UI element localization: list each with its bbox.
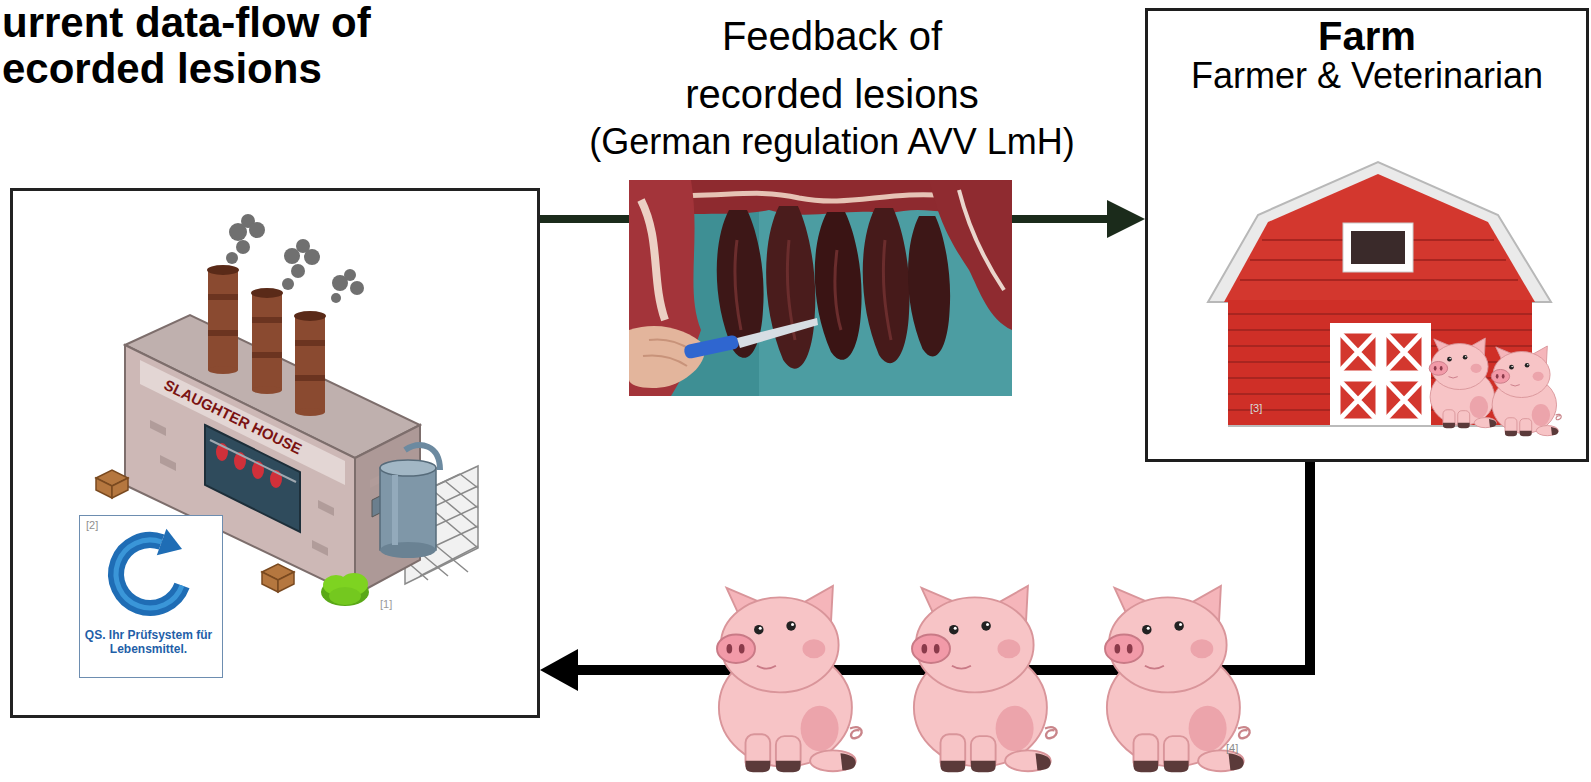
chimney: [207, 265, 326, 416]
chimney-part: [208, 330, 238, 336]
slaughterhouse-box: [2] QS. Ihr Prüfsystem für Lebensmittel. S…: [10, 188, 540, 718]
pig-figure: [1491, 346, 1561, 436]
smoke-cloud-part: [249, 222, 265, 238]
smoke-cloud-part: [291, 264, 305, 278]
building-sign: SLAUGHTER HOUSE: [161, 376, 304, 458]
sign-band: [140, 360, 345, 485]
barn-illustration-part: [1208, 162, 1551, 302]
organ-photo-part: [643, 339, 691, 366]
chimney-part: [208, 294, 238, 300]
organ-photo-part: [766, 206, 815, 369]
barn-illustration-part: [1351, 231, 1405, 264]
brick-marks-part: [318, 500, 334, 516]
image-credit: [4]: [1226, 742, 1238, 755]
box-heading: Farm: [1318, 15, 1416, 57]
qs-logo-box: [2] QS. Ihr Prüfsystem für Lebensmittel.: [79, 515, 223, 678]
chimney-part: [294, 311, 326, 321]
chimney-part: [252, 352, 282, 358]
meat-pieces: [216, 443, 282, 488]
chimney-part: [208, 366, 238, 374]
smoke-cloud: [226, 214, 364, 303]
storage-tank-part: [392, 475, 398, 545]
organ-photo-part: [815, 212, 862, 360]
organ-photo-part: [959, 190, 1004, 290]
barn-illustration-part: [1330, 323, 1431, 426]
brick-marks-part: [312, 540, 328, 556]
smoke-cloud-part: [236, 240, 250, 254]
box-subtitle: Farmer & Veterinarian: [1191, 57, 1543, 95]
organ-photo-part: [649, 192, 949, 201]
bush-part: [329, 587, 361, 605]
chimney-part: [252, 317, 282, 323]
barn-illustration-part-part: [1228, 313, 1532, 315]
barn-illustration-part: [1224, 174, 1535, 302]
organ-photo-part: [641, 200, 665, 320]
organ-photo-part: [683, 334, 740, 359]
diagram-title: urrent data-flow of ecorded lesions: [2, 0, 402, 92]
organ-photo: [629, 180, 1012, 396]
barn-illustration-part-part: [1240, 279, 1518, 281]
brick-marks-part: [150, 420, 166, 436]
chimney-part: [252, 293, 282, 390]
chimney-part: [295, 375, 325, 381]
qs-logo-symbol-part: [157, 529, 182, 555]
chimney-part: [251, 288, 283, 298]
regulation-note: (German regulation AVV LmH): [589, 121, 1075, 163]
chimney-part: [207, 265, 239, 275]
callout-number: [2]: [86, 519, 98, 532]
pallet-part: [112, 478, 128, 498]
chimney-part: [252, 386, 282, 394]
chimney-part: [295, 340, 325, 346]
barn-illustration-part: [1338, 331, 1424, 421]
pallet-part: [278, 572, 294, 592]
pallet-part: [96, 478, 112, 498]
barn-illustration-part: [1343, 223, 1413, 272]
chimney-part: [295, 408, 325, 416]
organ-photo-part: [863, 208, 910, 363]
chimney-part: [295, 316, 325, 412]
storage-tank-part: [380, 468, 436, 550]
image-credit: [1]: [380, 598, 392, 611]
organ-photo-part: [908, 216, 950, 356]
smoke-cloud-part: [304, 249, 320, 265]
pig-figure: [1429, 338, 1499, 428]
qs-logo-symbol: [80, 516, 219, 624]
pallet-part: [262, 572, 278, 592]
storage-tank-part: [380, 542, 436, 558]
smoke-cloud-part: [282, 278, 294, 290]
image-credit: [3]: [1250, 402, 1262, 415]
smoke-cloud-part: [344, 269, 356, 281]
smoke-cloud-part: [226, 252, 238, 264]
organ-photo-part: [759, 180, 1012, 396]
pig-figure: [912, 586, 1057, 772]
storage-tank-part: [380, 460, 436, 476]
pig-figure: [717, 586, 862, 772]
pig-group: [717, 586, 1250, 772]
pig-figure: [1105, 586, 1250, 772]
smoke-cloud-part: [350, 281, 364, 295]
edge-label: Feedback of recorded lesions: [662, 7, 1002, 123]
chimney-part: [208, 270, 238, 370]
bush: [321, 573, 369, 606]
logo-text: QS. Ihr Prüfsystem für Lebensmittel.: [83, 628, 214, 656]
barn-illustration: [1208, 162, 1561, 436]
storage-tank: [380, 460, 436, 558]
barn-illustration-part: [1338, 331, 1424, 421]
smoke-cloud-part: [331, 293, 341, 303]
farm-box: FarmFarmer & Veterinarian: [1145, 8, 1589, 462]
brick-marks-part: [160, 455, 176, 471]
organ-photo-part: [629, 180, 1012, 396]
organ-photo-part: [737, 318, 818, 348]
